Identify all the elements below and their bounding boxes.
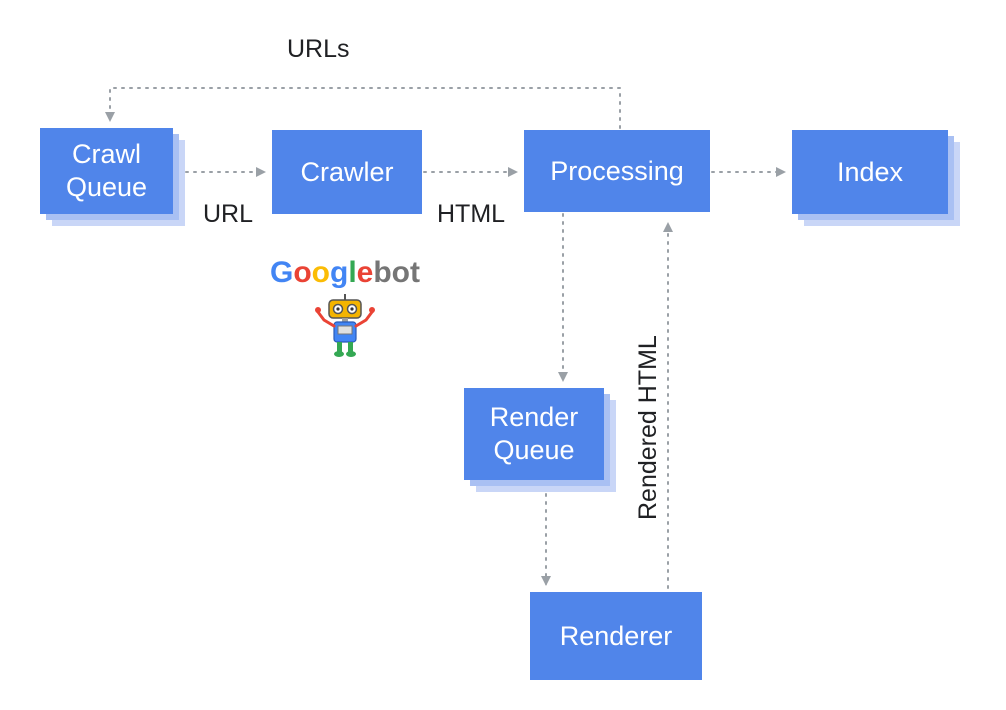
logo-letter-o1: o bbox=[293, 256, 312, 289]
renderer-label: Renderer bbox=[530, 592, 702, 680]
render-queue-node: Render Queue bbox=[464, 388, 616, 492]
googlebot-mascot-icon bbox=[315, 294, 375, 357]
logo-letter-g2: g bbox=[330, 256, 349, 289]
logo-bot: bot bbox=[373, 256, 420, 289]
crawl-queue-node: Crawl Queue bbox=[40, 128, 185, 226]
url-edge-label: URL bbox=[203, 200, 254, 228]
render-queue-label: Render Queue bbox=[464, 388, 604, 480]
html-edge-label: HTML bbox=[437, 200, 506, 228]
index-label: Index bbox=[792, 130, 948, 214]
urls-edge-label: URLs bbox=[287, 35, 350, 63]
processing-label: Processing bbox=[524, 130, 710, 212]
urls-loop-arrow bbox=[105, 87, 621, 129]
index-node: Index bbox=[792, 130, 960, 226]
crawler-label: Crawler bbox=[272, 130, 422, 214]
logo-letter-o2: o bbox=[311, 256, 330, 289]
logo-letter-l: l bbox=[348, 256, 357, 289]
logo-letter-e: e bbox=[356, 256, 374, 289]
googlebot-logo: Googlebot bbox=[270, 256, 420, 290]
logo-letter-g: G bbox=[270, 256, 294, 289]
crawl-queue-label: Crawl Queue bbox=[40, 128, 173, 214]
rendered-html-edge-label: Rendered HTML bbox=[634, 335, 662, 520]
